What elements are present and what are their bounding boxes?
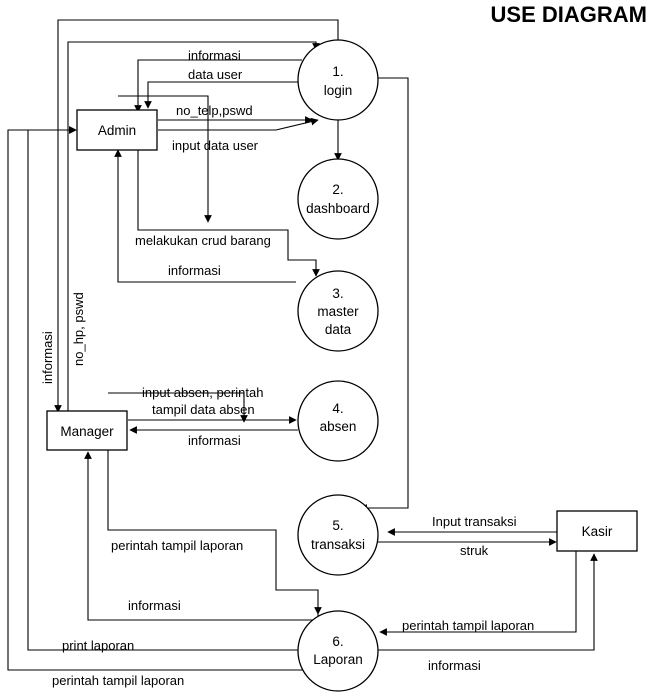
flow-crossing-line: [118, 95, 212, 223]
entity-admin-box: [76, 109, 158, 151]
process-login-label: login: [324, 83, 353, 98]
process-absen: 4. absen: [297, 380, 379, 462]
process-laporan-label: Laporan: [313, 652, 363, 667]
entity-kasir-label: Kasir: [582, 524, 613, 539]
process-dashboard-shape: [297, 158, 379, 240]
flow-perintah-laporan-bottom: [7, 126, 338, 671]
process-dashboard-number: 2.: [332, 182, 343, 197]
process-login-shape: [297, 39, 379, 121]
process-dashboard: 2. dashboard: [297, 158, 379, 240]
process-absen-label: absen: [320, 419, 357, 434]
label-manager-perintah-laporan: perintah tampil laporan: [111, 538, 243, 553]
process-transaksi-label: transaksi: [311, 537, 365, 552]
label-perintah-laporan-bottom: perintah tampil laporan: [52, 673, 184, 688]
entity-kasir: Kasir: [556, 510, 638, 552]
process-laporan-shape: [297, 610, 379, 692]
flow-manager-no-hp: [67, 41, 320, 412]
flow-master-informasi-admin: [114, 149, 296, 283]
label-manager-no-hp: no_hp, pswd: [71, 292, 86, 366]
flow-labels: informasi data user no_telp,pswd input d…: [40, 48, 534, 688]
label-admin-input-data-user: input data user: [172, 138, 259, 153]
label-admin-informasi-login: informasi: [188, 48, 241, 63]
process-dashboard-label: dashboard: [306, 201, 370, 216]
flow-laporan-informasi-manager: [84, 451, 319, 621]
process-master-data: 3. master data: [297, 270, 379, 352]
process-login: 1. login: [297, 39, 379, 121]
flow-login-to-manager: [54, 19, 339, 413]
flow-login-to-transaksi: [359, 77, 409, 512]
process-master-data-label-1: master: [317, 304, 359, 319]
label-manager-input-absen-2: tampil data absen: [152, 402, 255, 417]
process-laporan: 6. Laporan: [297, 610, 379, 692]
label-admin-informasi-master: informasi: [168, 263, 221, 278]
process-transaksi: 5. transaksi: [297, 494, 379, 576]
label-manager-informasi-laporan: informasi: [128, 598, 181, 613]
entity-manager-label: Manager: [60, 424, 114, 439]
process-absen-shape: [297, 380, 379, 462]
process-transaksi-number: 5.: [332, 518, 343, 533]
label-kasir-input-transaksi: Input transaksi: [432, 514, 517, 529]
label-print-laporan: print laporan: [62, 638, 134, 653]
entity-admin-label: Admin: [98, 123, 136, 138]
process-master-data-number: 3.: [332, 286, 343, 301]
flow-login-informasi-admin: [134, 59, 302, 113]
process-login-number: 1.: [332, 64, 343, 79]
flow-admin-crud: [137, 150, 320, 277]
entity-manager-box: [46, 410, 128, 451]
label-manager-informasi-absen: informasi: [188, 433, 241, 448]
label-admin-no-telp: no_telp,pswd: [176, 103, 253, 118]
label-manager-input-absen-1: input absen, perintah: [142, 385, 263, 400]
process-master-data-shape: [297, 270, 379, 352]
label-admin-data-user: data user: [188, 67, 243, 82]
flow-login-data-user-admin: [144, 81, 300, 109]
process-absen-number: 4.: [332, 401, 343, 416]
flow-lines: [7, 19, 598, 671]
label-kasir-perintah-laporan: perintah tampil laporan: [402, 618, 534, 633]
entity-kasir-box: [556, 510, 638, 552]
flow-manager-perintah-laporan: [107, 450, 322, 615]
process-laporan-number: 6.: [332, 634, 343, 649]
label-kasir-informasi: informasi: [428, 658, 481, 673]
process-master-data-label-2: data: [325, 322, 352, 337]
label-manager-informasi-side: informasi: [40, 331, 55, 384]
entity-admin: Admin: [76, 109, 158, 151]
label-kasir-struk: struk: [460, 543, 489, 558]
flow-admin-input-data-user: [158, 117, 319, 131]
flow-laporan-informasi-kasir: [378, 553, 598, 651]
flow-kasir-perintah-laporan: [379, 550, 577, 636]
flow-manager-input-absen: [108, 392, 248, 423]
label-admin-crud: melakukan crud barang: [135, 233, 271, 248]
entity-manager: Manager: [46, 410, 128, 451]
diagram-title: USE DIAGRAM: [491, 2, 647, 27]
process-transaksi-shape: [297, 494, 379, 576]
